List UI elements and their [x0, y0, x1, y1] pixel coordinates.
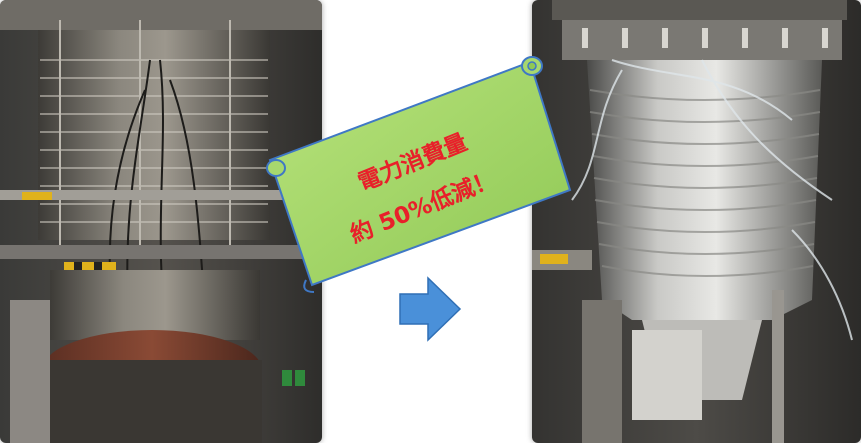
- callout-banner: [266, 56, 572, 293]
- right-arrow-icon: [399, 276, 462, 342]
- photo-before: [0, 0, 322, 443]
- photo-before-image: [0, 0, 322, 443]
- photo-after: [532, 0, 861, 443]
- photo-after-image: [532, 0, 861, 443]
